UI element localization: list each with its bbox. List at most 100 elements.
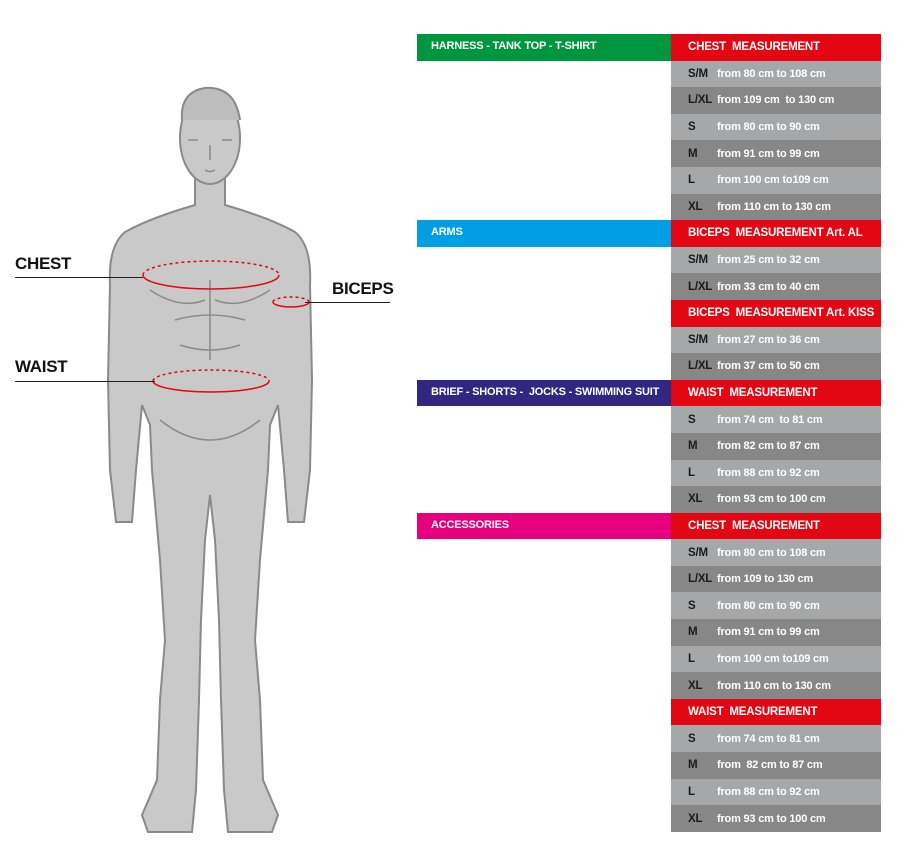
size-range: from 100 cm to109 cm <box>717 174 829 187</box>
size-range: from 74 cm to 81 cm <box>717 732 820 745</box>
size-label: S <box>688 121 696 134</box>
chest-ring-back <box>142 260 280 276</box>
size-range: from 80 cm to 108 cm <box>717 67 826 80</box>
size-label: L/XL <box>688 360 713 373</box>
size-range: from 110 cm to 130 cm <box>717 679 831 692</box>
size-label: M <box>688 147 698 160</box>
measurement-header: BICEPS MEASUREMENT Art. AL <box>671 220 881 247</box>
size-range: from 88 cm to 92 cm <box>717 466 820 479</box>
size-range: from 100 cm to109 cm <box>717 652 829 665</box>
size-range: from 109 to 130 cm <box>717 573 814 586</box>
biceps-label: BICEPS <box>332 279 394 298</box>
hair <box>180 86 241 121</box>
size-label: M <box>688 440 698 453</box>
size-label: S/M <box>688 546 708 559</box>
size-range: from 91 cm to 99 cm <box>717 626 820 639</box>
size-range: from 74 cm to 81 cm <box>717 413 823 426</box>
biceps-leader-line <box>305 302 390 303</box>
size-range: from 91 cm to 99 cm <box>717 147 820 160</box>
size-label: L/XL <box>688 280 713 293</box>
size-label: S/M <box>688 67 708 80</box>
size-row: XL from 110 cm to 130 cm <box>671 193 881 221</box>
measurement-header: WAIST MEASUREMENT <box>671 698 881 726</box>
measurement-header: CHEST MEASUREMENT <box>671 512 881 540</box>
category-header: HARNESS - TANK TOP - T-SHIRT <box>417 34 671 61</box>
size-range: from 109 cm to 130 cm <box>717 94 835 107</box>
size-range: from 80 cm to 108 cm <box>717 546 826 559</box>
size-range: from 110 cm to 130 cm <box>717 200 831 213</box>
section-category-column: ACCESSORIES <box>417 512 671 832</box>
waist-ring-back <box>152 369 270 382</box>
biceps-ring-back <box>272 296 310 303</box>
waist-ring-front <box>152 380 270 393</box>
measurement-column: CHEST MEASUREMENT S/M from 80 cm to 108 cm… <box>671 512 881 832</box>
chest-label: CHEST <box>15 254 72 273</box>
size-label: XL <box>688 493 703 506</box>
size-label: XL <box>688 679 703 692</box>
waist-leader-line <box>15 381 155 382</box>
size-range: from 25 cm to 32 cm <box>717 254 820 267</box>
size-label: S/M <box>688 333 708 346</box>
category-header: ARMS <box>417 220 671 247</box>
category-header: BRIEF - SHORTS - JOCKS - SWIMMING SUIT <box>417 379 671 407</box>
chest-leader-line <box>15 277 143 278</box>
size-row: XL from 93 cm to 100 cm <box>671 805 881 832</box>
measurement-header: WAIST MEASUREMENT <box>671 379 881 407</box>
size-label: M <box>688 759 698 772</box>
size-range: from 88 cm to 92 cm <box>717 785 820 798</box>
section-category-column: BRIEF - SHORTS - JOCKS - SWIMMING SUIT <box>417 379 671 513</box>
size-row: L/XL from 109 cm to 130 cm <box>671 87 881 114</box>
measurement-header: BICEPS MEASUREMENT Art. KISS <box>671 299 881 327</box>
size-label: XL <box>688 200 703 213</box>
size-row: L/XL from 37 cm to 50 cm <box>671 353 881 380</box>
size-range: from 33 cm to 40 cm <box>717 280 820 293</box>
size-range: from 82 cm to 87 cm <box>717 759 823 772</box>
size-range: from 82 cm to 87 cm <box>717 440 820 453</box>
size-label: S <box>688 732 696 745</box>
section-category-column: ARMS <box>417 220 671 380</box>
size-range: from 93 cm to 100 cm <box>717 493 826 506</box>
size-range: from 93 cm to 100 cm <box>717 812 826 825</box>
body-details <box>149 139 271 441</box>
size-range: from 80 cm to 90 cm <box>717 599 820 612</box>
size-label: L <box>688 466 695 479</box>
size-row: S/M from 80 cm to 108 cm <box>671 539 881 566</box>
measurement-column: CHEST MEASUREMENT S/M from 80 cm to 108 cm… <box>671 34 881 221</box>
chest-ring-front <box>142 274 280 290</box>
size-label: M <box>688 626 698 639</box>
size-label: S <box>688 599 696 612</box>
size-range: from 80 cm to 90 cm <box>717 121 820 134</box>
body-silhouette <box>106 177 314 833</box>
waist-label: WAIST <box>15 357 68 376</box>
size-row: S/M from 27 cm to 36 cm <box>671 326 881 354</box>
size-label: S <box>688 413 696 426</box>
size-range: from 27 cm to 36 cm <box>717 333 820 346</box>
body-figure-illustration <box>106 86 314 833</box>
size-label: L/XL <box>688 94 713 107</box>
size-row: L/XL from 109 to 130 cm <box>671 565 881 593</box>
size-label: L/XL <box>688 573 713 586</box>
size-label: L <box>688 785 695 798</box>
measure-rings <box>142 260 310 393</box>
size-label: XL <box>688 812 703 825</box>
size-range: from 37 cm to 50 cm <box>717 360 820 373</box>
measurement-header: CHEST MEASUREMENT <box>671 34 881 61</box>
